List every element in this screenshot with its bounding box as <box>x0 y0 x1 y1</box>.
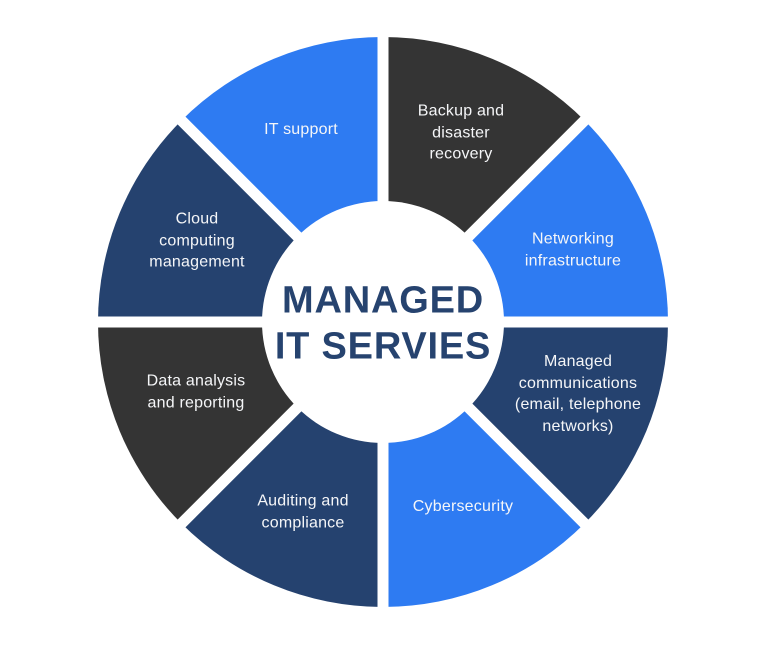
donut-center-hole <box>262 201 504 443</box>
chart-center-title: MANAGED IT SERVIES <box>274 279 492 367</box>
